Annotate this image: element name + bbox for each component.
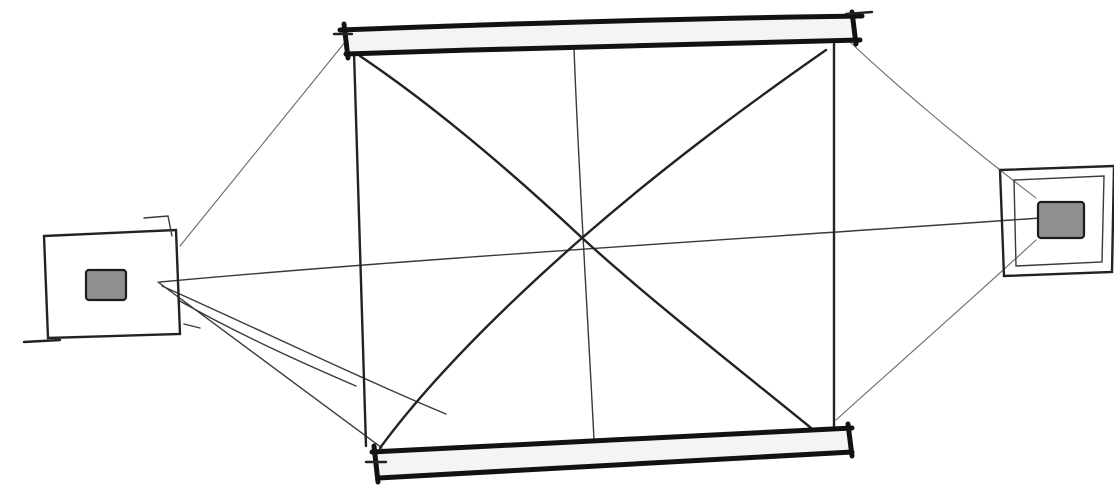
sight-line-left-to-top-rail xyxy=(180,36,350,246)
cross-braces xyxy=(360,50,826,448)
left-device-side-mark xyxy=(184,324,200,328)
right-device xyxy=(1000,166,1114,276)
right-device-sensor-icon xyxy=(1038,202,1084,238)
diagonal-top-right-to-bottom-left xyxy=(380,50,826,448)
left-device xyxy=(24,216,200,342)
bottom-rail xyxy=(366,424,852,482)
left-device-sensor-icon xyxy=(86,270,126,300)
diagonal-top-left-to-bottom-right xyxy=(360,56,816,432)
left-device-bottom-extension xyxy=(24,340,60,342)
sight-line-right-to-bottom-rail xyxy=(836,240,1036,420)
left-device-top-tab xyxy=(144,216,172,236)
left-post xyxy=(354,52,366,446)
left-device-sight-lines xyxy=(158,36,1040,448)
top-rail xyxy=(334,12,872,58)
sight-line-left-horizontal xyxy=(160,218,1040,282)
sight-line-left-lower-extra xyxy=(162,286,446,414)
sight-line-right-to-top-rail xyxy=(848,40,1036,198)
sight-line-left-lower-extra-2 xyxy=(178,300,356,386)
